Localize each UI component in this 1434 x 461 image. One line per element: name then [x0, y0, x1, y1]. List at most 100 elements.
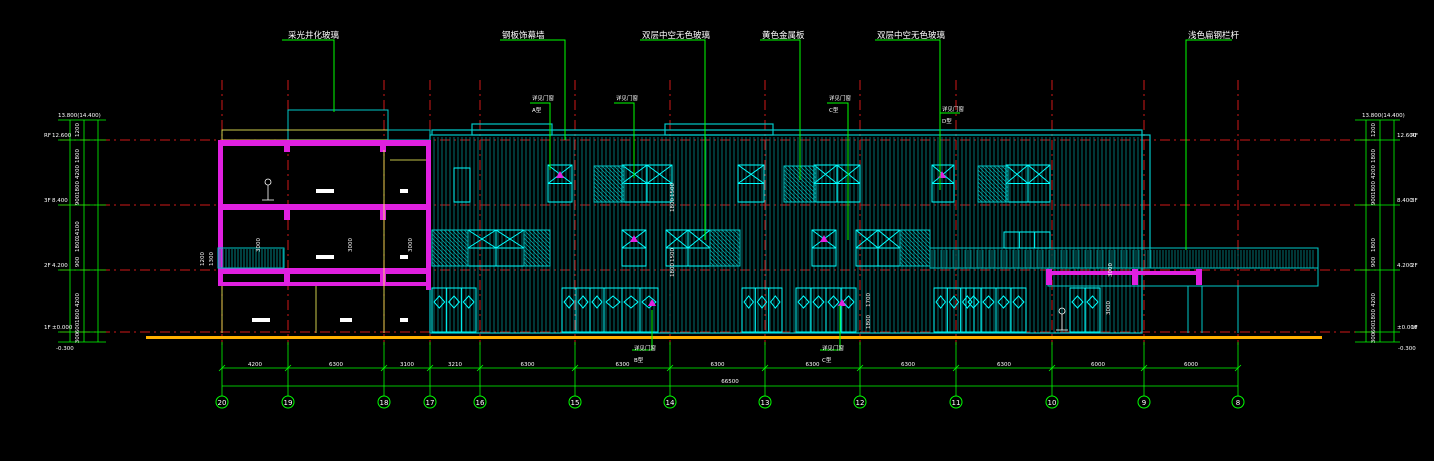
- vertical-dimension: 14100: [75, 221, 81, 239]
- levels-left: 13.800(14.400) 12.600 RF 8.400 3F 4.200 …: [44, 113, 106, 352]
- small-label: 详见门窗: [829, 94, 852, 102]
- callout-metal-panel: 黄色金属板: [762, 30, 805, 41]
- vertical-dimension: 1800: [75, 238, 81, 252]
- vertical-dimension: 4200: [75, 165, 81, 179]
- span-dimension: 4200: [248, 362, 262, 368]
- levels-right: 13.800(14.400) 12.600 RF 8.400 3F 4.200 …: [1355, 113, 1418, 352]
- vertical-dimension: 900: [1371, 256, 1377, 267]
- callout-lightwell: 采光井化玻璃: [288, 30, 340, 41]
- span-dimension: 6300: [901, 362, 915, 368]
- axis-label: 13: [761, 399, 770, 407]
- callout-glass-1: 双层中空无色玻璃: [642, 30, 711, 41]
- vertical-dimension: 4200: [1371, 293, 1377, 307]
- vertical-dimension: 4200: [75, 293, 81, 307]
- axis-bubble: [215, 395, 229, 409]
- facade-ribbing: [433, 137, 1139, 333]
- span-dimension: 6000: [1091, 362, 1105, 368]
- small-sub: D型: [942, 117, 952, 125]
- vertical-dimension: 600: [1371, 322, 1377, 333]
- span-dimension: 6000: [1184, 362, 1198, 368]
- callout-labels: 采光井化玻璃 钢板饰幕墙 双层中空无色玻璃 黄色金属板 双层中空无色玻璃 浅色扁…: [288, 30, 1240, 41]
- hatched-panels: [431, 165, 1009, 267]
- vertical-dimension: 1800: [1371, 238, 1377, 252]
- axis-bubble: [281, 395, 295, 409]
- small-sub: A型: [532, 106, 542, 114]
- callout-railing: 浅色扁钢栏杆: [1188, 30, 1240, 41]
- span-dimension: 6300: [997, 362, 1011, 368]
- axis-label: 20: [218, 399, 227, 407]
- level-tag: RF: [1411, 133, 1418, 139]
- level-elevation: -0.300: [56, 346, 74, 352]
- axis-bubble: [568, 395, 582, 409]
- axis-label: 14: [666, 399, 675, 407]
- vertical-dimension: 1800: [1371, 181, 1377, 195]
- inner-dimension: 3000: [256, 238, 262, 252]
- vertical-dimension: 1800: [75, 309, 81, 323]
- span-dimension: 6300: [711, 362, 725, 368]
- level-elevation: 4.200: [1397, 263, 1413, 269]
- vertical-dimension: 900: [75, 256, 81, 267]
- small-label: 详见门窗: [616, 94, 639, 102]
- small-callouts: 详见门窗 A型 详见门窗 详见门窗 C型 详见门窗 D型 详见门窗 B型 详见门…: [532, 94, 965, 364]
- span-dimension: 6300: [521, 362, 535, 368]
- span-dimension: 3210: [448, 362, 462, 368]
- small-label: 详见门窗: [942, 105, 965, 113]
- level-elevation: 8.400: [1397, 198, 1413, 204]
- axis-label: 12: [856, 399, 865, 407]
- vertical-dimension: 300: [1371, 332, 1377, 343]
- level-tag: 1F: [1411, 325, 1418, 331]
- vertical-dimension: 4200: [1371, 165, 1377, 179]
- small-label: 详见门窗: [634, 344, 657, 352]
- window-frame: [603, 287, 659, 333]
- vertical-dimension: 1800: [75, 149, 81, 163]
- level-elevation: 12.600: [1397, 133, 1417, 139]
- level-tag: 1F: [44, 325, 51, 331]
- window-frame: [741, 287, 783, 333]
- level-elevation: 8.400: [52, 198, 68, 204]
- axis-bubble: [758, 395, 772, 409]
- vertical-dimension: 1800: [75, 181, 81, 195]
- inner-dimension: 1300: [209, 252, 215, 266]
- axis-label: 16: [476, 399, 485, 407]
- callout-steel-wall: 钢板饰幕墙: [502, 30, 545, 41]
- level-elevation: 13.800(14.400): [58, 113, 101, 119]
- vertical-dimension: 1200: [75, 123, 81, 137]
- span-dimension: 3100: [400, 362, 414, 368]
- axis-bubble: [663, 395, 677, 409]
- overall-dimension: 66500: [721, 379, 739, 385]
- vertical-dimension: 900: [75, 194, 81, 205]
- level-tag: 3F: [44, 198, 51, 204]
- inner-dimension: 1500: [670, 248, 676, 262]
- inner-dimension: 3000: [1108, 263, 1114, 277]
- building-geometry: [60, 80, 1380, 345]
- vertical-dims-left: 1200180042001800900141001800900420018006…: [75, 123, 81, 344]
- window-markers: [556, 171, 946, 306]
- callout-glass-2: 双层中空无色玻璃: [877, 30, 946, 41]
- axis-bubble: [423, 395, 437, 409]
- inner-dimension: 3000: [348, 238, 354, 252]
- axis-bubble: [853, 395, 867, 409]
- inner-dimension: 1800: [670, 263, 676, 277]
- axis-bubble: [473, 395, 487, 409]
- callout-leaders: [282, 39, 1232, 351]
- inner-dimension: 1800: [670, 198, 676, 212]
- axis-label: 10: [1048, 399, 1057, 407]
- small-label: 详见门窗: [822, 344, 845, 352]
- axis-label: 15: [571, 399, 580, 407]
- span-dimension: 6300: [806, 362, 820, 368]
- small-sub: C型: [822, 356, 832, 364]
- span-dimension: 6300: [616, 362, 630, 368]
- axis-label: 19: [284, 399, 293, 407]
- axis-bubble: [1231, 395, 1245, 409]
- axis-label: 18: [380, 399, 389, 407]
- level-elevation: -0.300: [1398, 346, 1416, 352]
- vertical-dimension: 1200: [1371, 123, 1377, 137]
- axis-bubble: [1045, 395, 1059, 409]
- level-elevation: 4.200: [52, 263, 68, 269]
- axis-label: 9: [1142, 399, 1146, 407]
